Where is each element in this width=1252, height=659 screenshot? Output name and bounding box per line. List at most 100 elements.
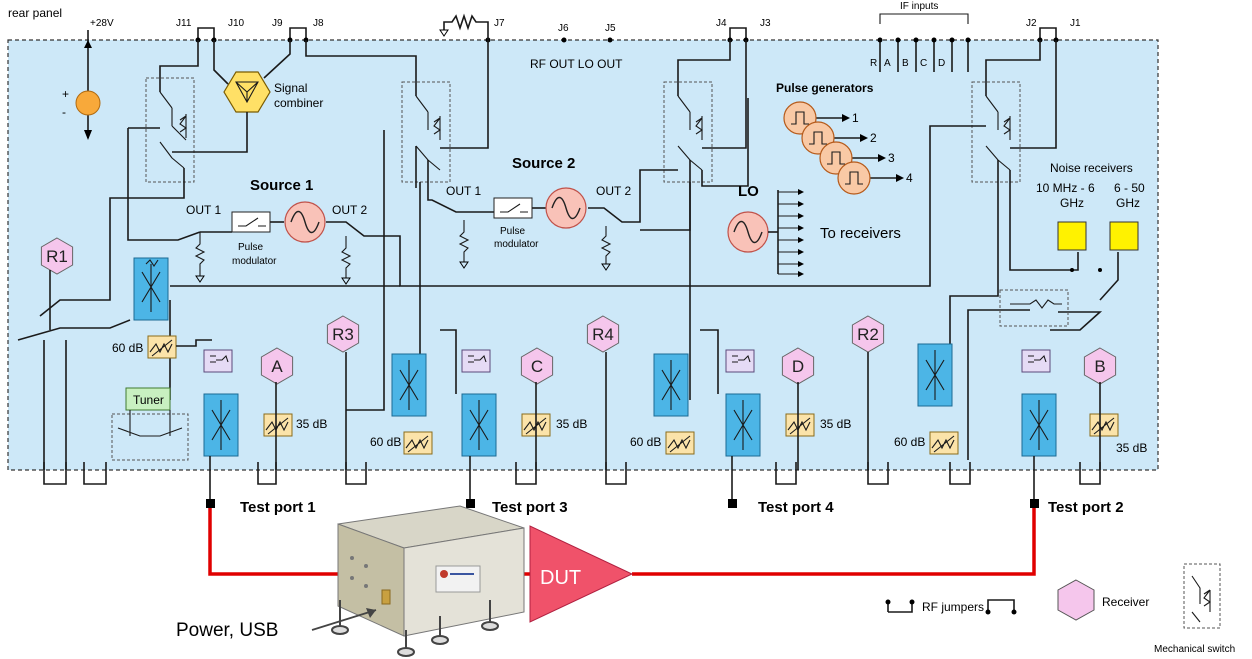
signal-combiner-label-2: combiner [274,96,323,110]
signal-combiner: Signal combiner [223,71,323,113]
j7-label: J7 [494,18,505,29]
test-ports: Test port 1 Test port 3 Test port 4 Test… [206,456,1124,516]
converter-a [203,349,233,373]
if-a-label: A [884,58,891,69]
test-port-2-label: Test port 2 [1048,499,1124,516]
j4-label: J4 [716,18,727,29]
receiver-r3-icon [326,315,360,353]
converter-d [725,349,755,373]
coupler-a [203,393,239,457]
source1-out2-label: OUT 2 [332,203,367,217]
if-c-label: C [920,58,927,69]
receiver-a: A [260,347,294,385]
legend-receiver-label: Receiver [1102,595,1149,609]
attenuator-35db-a: 35 dB [263,413,327,437]
attenuator-60db-4: 60 dB [630,431,695,455]
noise-band1-label-a: 10 MHz - 6 [1036,181,1095,195]
test-port-4-connector[interactable] [728,499,737,508]
receiver-r2-label: R2 [857,325,879,344]
wiring [39,40,1119,460]
attenuator-60db-1: 60 dB [112,335,177,359]
tuner-label: Tuner [133,393,164,407]
vna-instrument-icon [331,505,525,657]
receiver-a-icon [260,347,294,385]
attenuator-35db-d: 35 dB [785,413,851,437]
dut-amplifier[interactable] [529,525,634,623]
mech-switch-1 [145,77,195,183]
cable-port2 [632,508,1036,576]
signal-combiner-label-1: Signal [274,81,307,95]
dc-source-icon [75,90,101,116]
receiver-b-label: B [1094,357,1105,376]
receiver-r3-label: R3 [332,325,354,344]
db35-label-b: 35 dB [1116,441,1147,455]
db60-label-2: 60 dB [894,435,925,449]
attenuator-60db-2: 60 dB [894,431,959,455]
noise-band2-label-b: GHz [1116,196,1140,210]
coupler-r3 [391,353,427,417]
receiver-r2: R2 [851,315,885,353]
j3-label: J3 [760,18,771,29]
noise-receivers: Noise receivers 10 MHz - 6 GHz 6 - 50 GH… [999,161,1145,327]
pulse-mod-2-label-1: Pulse [500,226,525,237]
noise-receiver-low [1057,221,1087,251]
legend-mechanical-switch: Mechanical switch [1154,563,1235,655]
receiver-c: C [520,347,554,385]
coupler-r2 [917,343,953,407]
source-2: Source 2 OUT 1 OUT 2 Pulse modulator [446,155,631,271]
test-port-1-label: Test port 1 [240,499,316,516]
db35-label-c: 35 dB [556,417,587,431]
receiver-d: D [781,347,815,385]
power-usb-label: Power, USB [176,620,278,641]
source1-out1-label: OUT 1 [186,203,221,217]
db35-label-d: 35 dB [820,417,851,431]
coupler-c [461,393,497,457]
bottom-jumpers [43,462,1101,485]
receiver-r4-label: R4 [592,325,614,344]
j5-label: J5 [605,23,616,34]
db60-label-3: 60 dB [370,435,401,449]
coupler-d [725,393,761,457]
dc-plus-label: + [62,87,69,101]
receivers: R1A R3C R4D R2B [40,237,1117,385]
pulse-generators: Pulse generators 1 2 3 4 [776,81,913,195]
pulse-mod-1-label-2: modulator [232,256,277,267]
jumper-connectors: J11 J10 J9 J8 J7 J6 J5 RF OUT LO OUT J4 … [176,1,1081,72]
legend-mechanical-switch-label: Mechanical switch [1154,644,1235,655]
pulse-modulator-1 [231,211,271,233]
rear-panel-label: rear panel [8,6,62,20]
legend-rf-jumpers: RF jumpers [885,599,1017,615]
tuner: Tuner [111,387,189,461]
source-1: Source 1 OUT 1 OUT 2 Pulse modulator [186,177,367,285]
receiver-r1: R1 [40,237,74,275]
pg3-label: 3 [888,151,895,165]
test-port-2-connector[interactable] [1030,499,1039,508]
coupler-r1 [133,257,169,321]
receiver-a-label: A [271,357,283,376]
receiver-r1-label: R1 [46,247,68,266]
j2-label: J2 [1026,18,1037,29]
to-receivers-label: To receivers [820,225,901,242]
receiver-r3: R3 [326,315,360,353]
receiver-c-icon [520,347,554,385]
legend-rf-jumpers-label: RF jumpers [922,600,984,614]
receiver-c-label: C [531,357,543,376]
test-port-3-connector[interactable] [466,499,475,508]
db60-label-4: 60 dB [630,435,661,449]
test-port-1-connector[interactable] [206,499,215,508]
pulse-modulator-2 [493,197,533,219]
lo: LO To receivers [727,183,901,277]
j9-label: J9 [272,18,283,29]
dc-source: + - [62,30,101,140]
attenuator-60db-3: 60 dB [370,431,433,455]
noise-receiver-high [1109,221,1139,251]
pulse-generators-label: Pulse generators [776,81,874,95]
dut-label: DUT [540,567,581,589]
j6-label: J6 [558,23,569,34]
converter-b [1021,349,1051,373]
if-r-label: R [870,58,877,69]
source2-label: Source 2 [512,155,575,172]
receiver-r1-icon [40,237,74,275]
rf-out-lo-out-label: RF OUT LO OUT [530,57,623,71]
